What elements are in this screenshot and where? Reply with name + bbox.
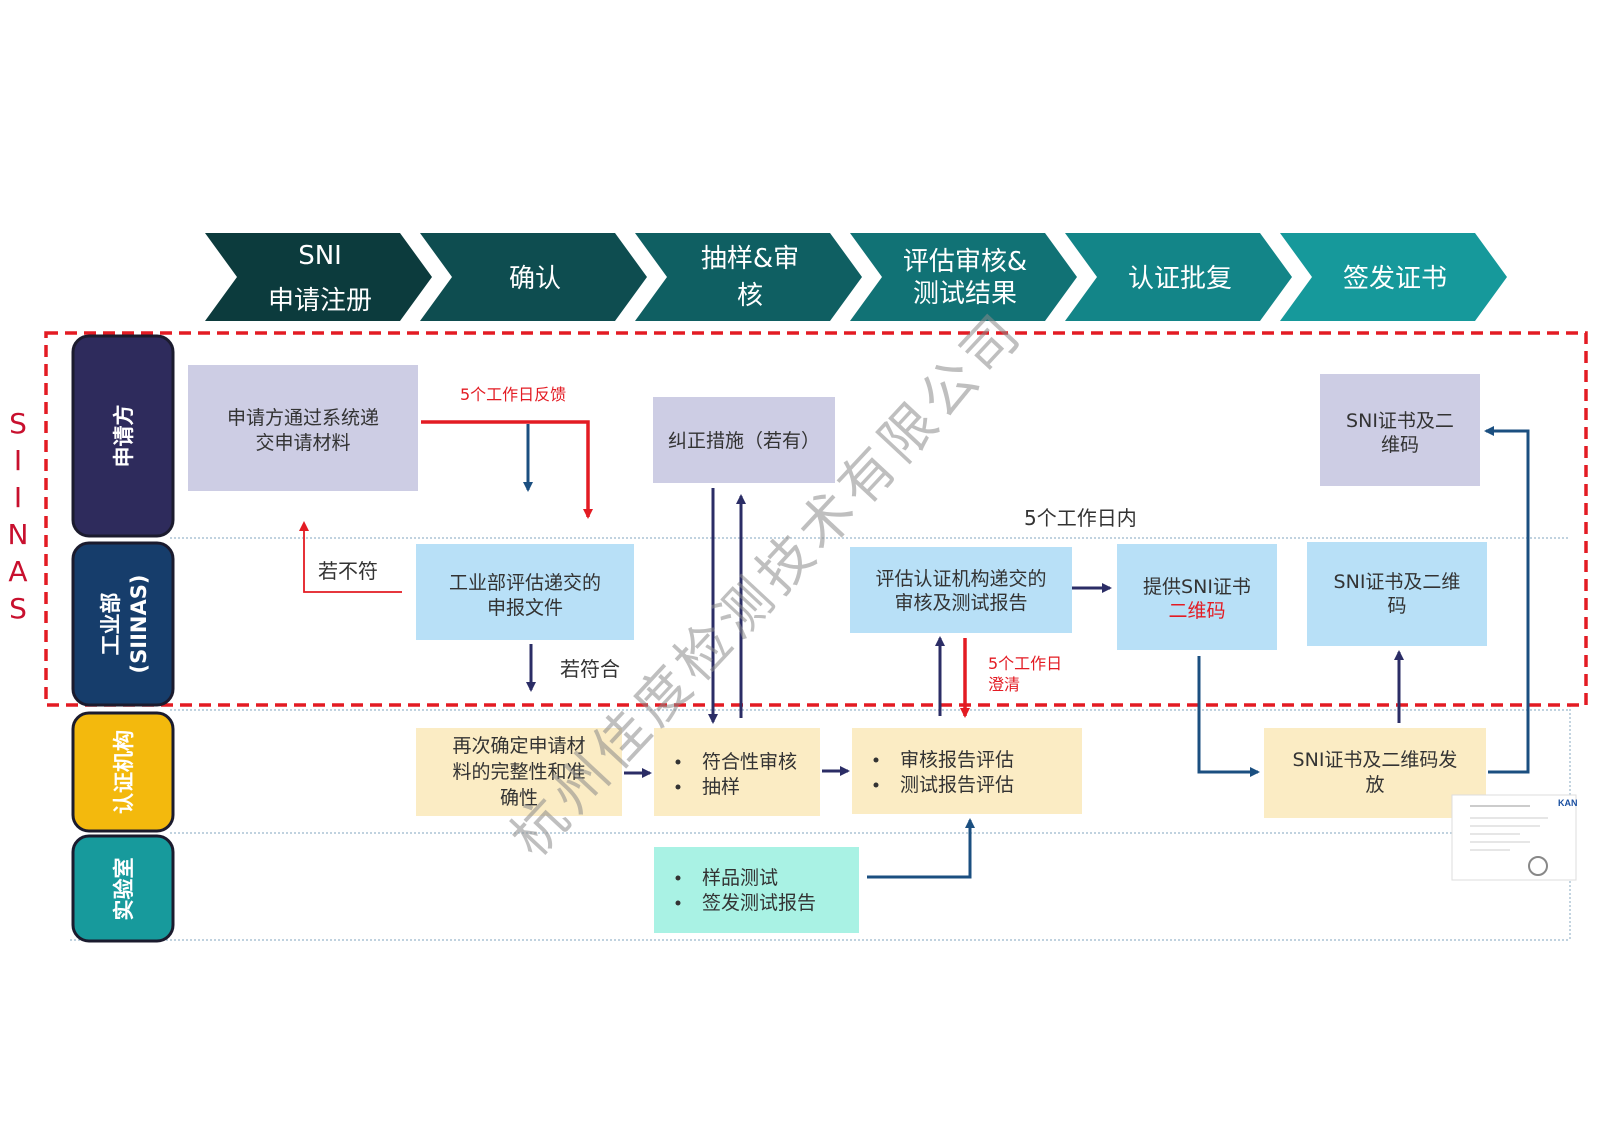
stage-chevron-2 (420, 233, 647, 321)
side-letter-4: N (8, 518, 29, 551)
svg-text:抽样: 抽样 (702, 776, 740, 798)
arrow-issue-applicant-cert (1484, 426, 1530, 774)
stage-chevron-6 (1280, 233, 1507, 321)
box-provide-qr: 提供SNI证书 二维码 (1117, 544, 1277, 650)
svg-text:样品测试: 样品测试 (702, 867, 778, 889)
process-boxes: 申请方通过系统递 交申请材料 纠正措施（若有） SNI证书及二 维码 工业部评估… (188, 365, 1487, 933)
svg-text:确性: 确性 (500, 787, 538, 809)
lane-laboratory (71, 834, 175, 943)
svg-text:料的完整性和准: 料的完整性和准 (452, 761, 585, 783)
siinas-side-label: S I I N A S (8, 407, 29, 625)
svg-text:SNI证书及二: SNI证书及二 (1346, 410, 1454, 432)
svg-text:测试报告评估: 测试报告评估 (900, 774, 1014, 796)
box-cb-audit: 符合性审核 抽样 (654, 728, 820, 816)
stage-chevron-1 (205, 233, 432, 321)
note-not-comply: 若不符 (318, 559, 378, 583)
lane-certification-body (71, 711, 175, 833)
svg-text:符合性审核: 符合性审核 (702, 751, 797, 773)
siinas-region (44, 331, 1588, 707)
lane-laboratory-label: 实验室 (112, 858, 136, 921)
box-cb-issue: SNI证书及二维码发 放 (1264, 728, 1486, 818)
note-feedback-5days: 5个工作日反馈 (460, 385, 566, 404)
lane-headers: 申请方 工业部 (SIINAS) 认证机构 实验室 (71, 334, 175, 943)
svg-text:再次确定申请材: 再次确定申请材 (452, 735, 585, 757)
svg-text:审核报告评估: 审核报告评估 (900, 749, 1014, 771)
svg-text:SNI证书及二维: SNI证书及二维 (1334, 571, 1461, 593)
stage-chevron-3 (635, 233, 862, 321)
lane-applicant-label: 申请方 (112, 405, 136, 468)
box-lab-test: 样品测试 签发测试报告 (654, 847, 859, 933)
svg-text:签发测试报告: 签发测试报告 (702, 892, 816, 914)
note-clarify-line1: 5个工作日 (988, 654, 1062, 673)
stage-2-label: 确认 (509, 264, 561, 294)
seal-icon (1528, 856, 1548, 876)
lane-applicant (71, 334, 175, 538)
note-within-5days: 5个工作日内 (1024, 506, 1137, 530)
svg-text:评估认证机构递交的: 评估认证机构递交的 (875, 568, 1046, 590)
connectors (299, 420, 1530, 879)
stage-chevron-5 (1065, 233, 1292, 321)
box-applicant-certificate: SNI证书及二 维码 (1320, 374, 1480, 486)
svg-text:审核及测试报告: 审核及测试报告 (894, 592, 1027, 614)
stage-4-line1: 评估审核& (903, 247, 1027, 277)
box-cb-report-eval: 审核报告评估 测试报告评估 (852, 728, 1082, 814)
arrow-lab-report (867, 818, 975, 879)
stage-bar: SNI 申请注册 确认 抽样&审 核 评估审核& 测试结果 认证批复 签发证书 (205, 233, 1507, 321)
svg-text:交申请材料: 交申请材料 (255, 432, 350, 454)
svg-text:纠正措施（若有）: 纠正措施（若有） (668, 430, 820, 452)
box-ministry-evaluate: 工业部评估递交的 申报文件 (416, 544, 634, 640)
svg-text:提供SNI证书: 提供SNI证书 (1143, 576, 1251, 598)
side-letter-2: I (14, 444, 22, 477)
stage-chevron-4 (850, 233, 1077, 321)
lane-certification-body-label: 认证机构 (112, 730, 136, 814)
box-applicant-submit: 申请方通过系统递 交申请材料 (188, 365, 418, 491)
stage-1-line1: SNI (298, 241, 342, 271)
side-letter-3: I (14, 481, 22, 514)
side-letter-5: A (8, 555, 27, 588)
svg-text:码: 码 (1387, 595, 1406, 617)
annotations: 5个工作日反馈 若不符 若符合 5个工作日内 5个工作日 澄清 (318, 385, 1137, 694)
certificate-thumbnail: KAN (1451, 794, 1578, 881)
note-comply: 若符合 (560, 657, 620, 681)
arrow-provide-issue (1197, 656, 1260, 777)
thumbnail-logo: KAN (1558, 798, 1578, 808)
svg-text:工业部评估递交的: 工业部评估递交的 (449, 572, 601, 594)
stage-3-line1: 抽样&审 (701, 244, 799, 274)
box-ministry-review: 评估认证机构递交的 审核及测试报告 (850, 547, 1072, 633)
svg-text:放: 放 (1365, 774, 1384, 796)
arrow-feedback-red (421, 420, 593, 519)
box-ministry-certificate: SNI证书及二维 码 (1307, 542, 1487, 646)
note-clarify-line2: 澄清 (988, 675, 1020, 694)
stage-1-line2: 申请注册 (268, 286, 372, 316)
lane-ministry-label: 工业部 (99, 593, 123, 656)
svg-text:维码: 维码 (1381, 434, 1419, 456)
lane-ministry-sublabel: (SIINAS) (127, 575, 151, 674)
box-cb-reconfirm: 再次确定申请材 料的完整性和准 确性 (416, 728, 622, 816)
stage-3-line2: 核 (737, 281, 763, 311)
svg-text:SNI证书及二维码发: SNI证书及二维码发 (1293, 749, 1458, 771)
box-corrective-action: 纠正措施（若有） (653, 397, 835, 483)
stage-5-label: 认证批复 (1128, 264, 1232, 294)
stage-6-label: 签发证书 (1343, 264, 1447, 294)
stage-4-line2: 测试结果 (913, 279, 1017, 309)
side-letter-1: S (9, 407, 27, 440)
arrow-not-comply (299, 521, 402, 593)
svg-text:申请方通过系统递: 申请方通过系统递 (227, 407, 379, 429)
svg-text:申报文件: 申报文件 (487, 597, 563, 619)
lane-ministry (71, 541, 175, 707)
svg-text:二维码: 二维码 (1168, 600, 1225, 622)
side-letter-6: S (9, 592, 27, 625)
